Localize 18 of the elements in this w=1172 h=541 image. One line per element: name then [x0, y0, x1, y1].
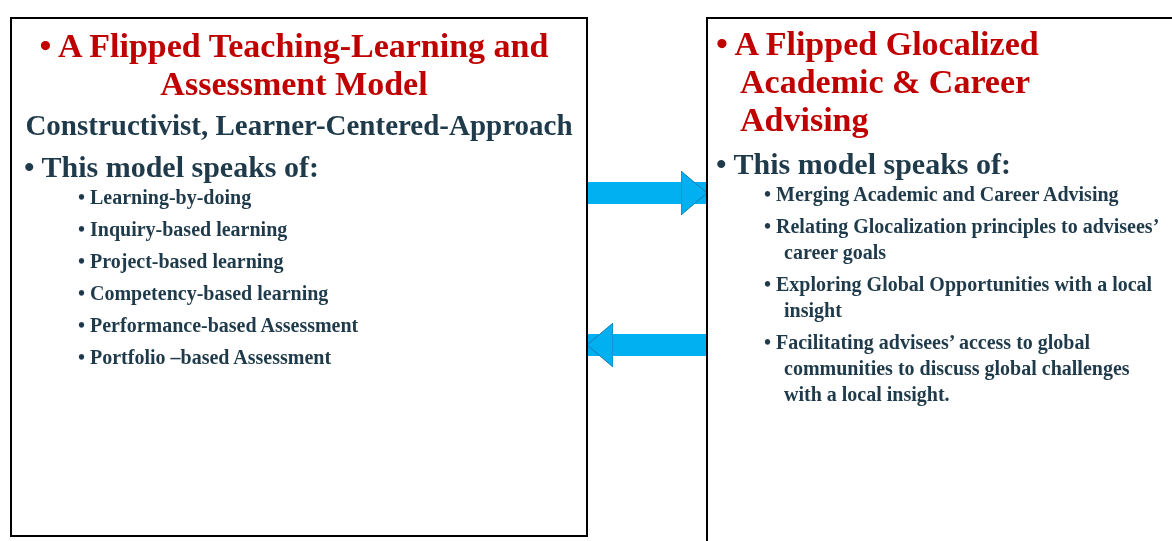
bullet-item: • Facilitating advisees’ access to global communities to discuss global challenges with a local insight.	[764, 330, 1131, 407]
bullet-item: • Performance-based Assessment	[78, 313, 360, 338]
bullet-item: • Exploring Global Opportunities with a local insight	[764, 272, 1154, 323]
lead-in-text: • This model speaks of:	[716, 147, 1012, 181]
bullet-item: • Portfolio –based Assessment	[78, 345, 333, 370]
model-heading: • A Flipped Teaching-Learning and Assessment Model	[38, 27, 550, 103]
text-panel	[10, 17, 588, 537]
block-arrow	[588, 170, 708, 216]
model-heading: • A Flipped Glocalized Academic & Career Advising	[716, 25, 1040, 139]
bullet-item: • Learning-by-doing	[78, 185, 253, 210]
bullet-item: • Merging Academic and Career Advising	[764, 182, 1120, 207]
bullet-item: • Relating Glocalization principles to advisees’ career goals	[764, 214, 1159, 265]
lead-in-text: • This model speaks of:	[24, 150, 320, 184]
bullet-item: • Inquiry-based learning	[78, 217, 289, 242]
subheading: Constructivist, Learner-Centered-Approach	[24, 109, 574, 142]
bullet-item: • Project-based learning	[78, 249, 285, 274]
bullet-item: • Competency-based learning	[78, 281, 330, 306]
text-panel	[706, 17, 1172, 541]
